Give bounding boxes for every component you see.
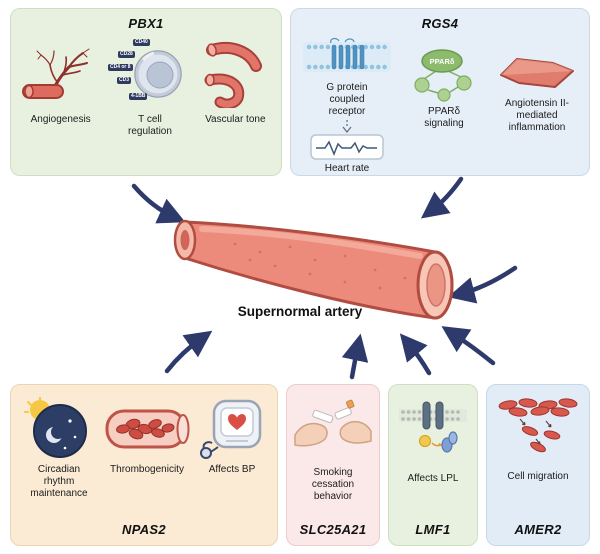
receptor-badge-cd40: CD40 [132,39,150,46]
gene-title-pbx1: PBX1 [128,16,164,31]
gene-title-slc25a21: SLC25A21 [299,522,367,537]
dashed-down-arrow-icon [341,120,353,133]
label-vascular-tone: Vascular tone [205,114,266,125]
thrombogenicity-icon [103,397,191,461]
gene-title-npas2: NPAS2 [122,522,166,537]
panel-lmf1: Affects LPL LMF1 [388,384,478,546]
arrow-from-npas2 [164,330,213,374]
arrow-from-slc25a21 [341,333,369,380]
label-circadian: Circadian rhythm maintenance [30,464,88,499]
item-vascular-tone: Vascular tone [196,37,275,138]
label-cell-migration: Cell migration [507,471,569,482]
item-circadian: Circadian rhythm maintenance [17,397,101,500]
receptor-badge-cd28: CD28 [117,51,135,58]
panel-slc25a21: Smoking cessation behavior SLC25A21 [286,384,380,546]
arrow-from-pbx1 [131,183,186,224]
label-ppar-signaling: PPARδ signaling [424,106,464,129]
panel-npas2: Circadian rhythm maintenance [10,384,278,546]
item-angiogenesis: Angiogenesis [17,37,104,138]
item-gpcr: G protein coupled receptor Heart rate [297,35,397,175]
ppar-badge-text: PPARδ [430,57,455,66]
receptor-badge-cd4or8: CD4 or 8 [107,64,133,71]
panel-amer2: Cell migration AMER2 [486,384,590,546]
cell-migration-icon [492,397,584,457]
lpl-receptor-icon [397,397,469,457]
item-angiotensin: Angiotensin II- mediated inflammation [491,35,583,175]
angiotensin-icon [497,51,577,95]
label-angiogenesis: Angiogenesis [30,114,91,125]
tcell-icon: CD40 CD28 CD4 or 8 CD3 4-1BB [107,37,193,111]
receptor-badge-41bb: 4-1BB [128,93,148,100]
label-smoking-cessation: Smoking cessation behavior [311,467,355,502]
arrow-from-right [447,265,518,304]
item-tcell-regulation: CD40 CD28 CD4 or 8 CD3 4-1BB T cell regu… [104,37,195,138]
panel-rgs4: RGS4 [290,8,590,176]
item-affects-bp: Affects BP [193,397,271,500]
amer2-content: Cell migration [487,397,589,483]
label-gpcr: G protein coupled receptor [326,82,368,117]
npas2-items-row: Circadian rhythm maintenance [17,397,271,500]
label-affects-bp: Affects BP [208,464,256,475]
gene-title-lmf1: LMF1 [415,522,451,537]
gene-title-amer2: AMER2 [514,522,562,537]
rgs4-items-row: G protein coupled receptor Heart rate [297,35,583,175]
label-angiotensin: Angiotensin II- mediated inflammation [505,98,569,133]
center-artery-label: Supernormal artery [237,304,363,319]
arrow-from-amer2 [441,326,496,366]
smoking-cessation-icon [293,397,373,459]
receptor-badge-cd3: CD3 [116,77,131,84]
circadian-rhythm-icon [24,397,94,461]
vascular-tone-icon [200,37,270,111]
label-affects-lpl: Affects LPL [407,473,459,484]
label-tcell-regulation: T cell regulation [128,114,172,137]
gene-title-rgs4: RGS4 [421,16,459,31]
heart-rate-trace [310,134,384,160]
lmf1-content: Affects LPL [389,397,477,485]
arrow-from-lmf1 [399,333,432,376]
gpcr-icon [301,35,393,79]
ppar-delta-icon: PPARδ [404,45,484,103]
angiogenesis-icon [21,37,101,111]
panel-pbx1: PBX1 [10,8,282,176]
arrow-from-rgs4 [420,176,464,219]
label-thrombogenicity: Thrombogenicity [110,464,184,475]
item-ppar-signaling: PPARδ PPARδ signaling [399,35,489,175]
item-thrombogenicity: Thrombogenicity [101,397,193,500]
pbx1-items-row: Angiogenesis CD40 CD28 CD4 or 8 CD3 4-1B… [17,37,275,138]
slc25a21-content: Smoking cessation behavior [287,397,379,503]
blood-pressure-icon [196,397,268,461]
label-heart-rate: Heart rate [324,163,370,174]
